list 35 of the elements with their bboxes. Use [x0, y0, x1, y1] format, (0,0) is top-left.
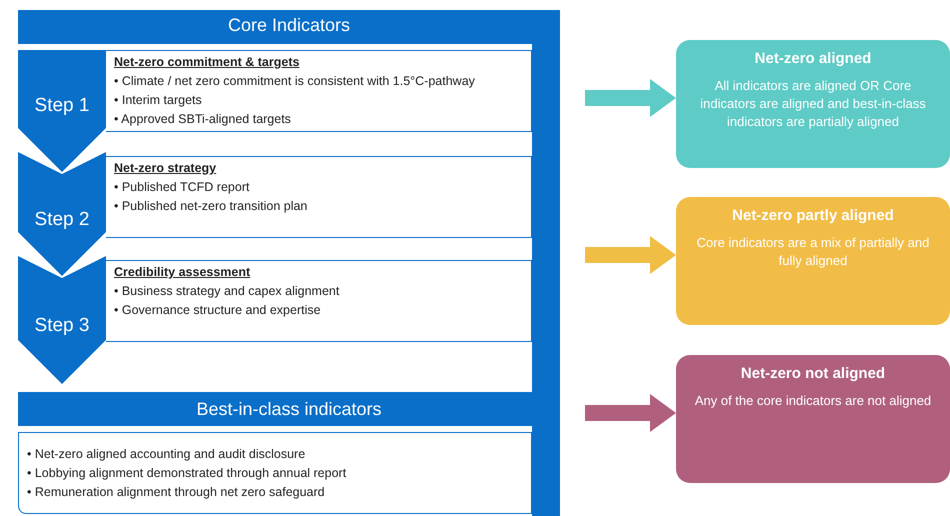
- result-card: [676, 197, 950, 325]
- bullet-item: • Net-zero aligned accounting and audit disclosure: [27, 446, 306, 463]
- card-text: Any of the core indicators are not aligned: [694, 392, 932, 410]
- text-box: [106, 50, 532, 132]
- step-label: Step 2: [34, 209, 90, 231]
- card-heading: Net-zero not aligned: [740, 365, 886, 382]
- step-label: Step 3: [34, 315, 90, 337]
- result-card: [676, 40, 950, 168]
- step-heading: Net-zero commitment & targets: [114, 54, 300, 71]
- bullet-item: • Approved SBTi-aligned targets: [114, 111, 292, 128]
- panel-title: Core Indicators: [226, 15, 352, 36]
- arrow: [585, 79, 676, 117]
- card-heading: Net-zero aligned: [754, 50, 872, 67]
- card-text: All indicators are aligned OR Core indicators are aligned and best-in-class indicators are partially aligned: [699, 77, 927, 131]
- bullet-item: • Interim targets: [114, 92, 203, 109]
- step-label: Step 1: [34, 95, 90, 117]
- bullet-item: • Lobbying alignment demonstrated through annual report: [27, 465, 348, 482]
- result-card: [676, 355, 950, 483]
- bullet-item: • Published net-zero transition plan: [114, 198, 308, 215]
- bullet-item: • Published TCFD report: [114, 179, 250, 196]
- arrow: [585, 236, 676, 274]
- arrow: [585, 394, 676, 432]
- text-box: [106, 156, 532, 238]
- text-box: [18, 432, 532, 514]
- indicator-panel: [18, 10, 560, 516]
- step-heading: Net-zero strategy: [114, 160, 218, 177]
- card-heading: Net-zero partly aligned: [731, 207, 895, 224]
- step-heading: Credibility assessment: [114, 264, 252, 281]
- bullet-item: • Business strategy and capex alignment: [114, 283, 340, 300]
- text-box: [106, 260, 532, 342]
- bullet-item: • Remuneration alignment through net zero safeguard: [27, 484, 326, 501]
- card-text: Core indicators are a mix of partially and fully aligned: [696, 234, 930, 270]
- bullet-item: • Governance structure and expertise: [114, 302, 322, 319]
- band-title: Best-in-class indicators: [196, 398, 382, 420]
- bullet-item: • Climate / net zero commitment is consistent with 1.5°C-pathway: [114, 73, 476, 90]
